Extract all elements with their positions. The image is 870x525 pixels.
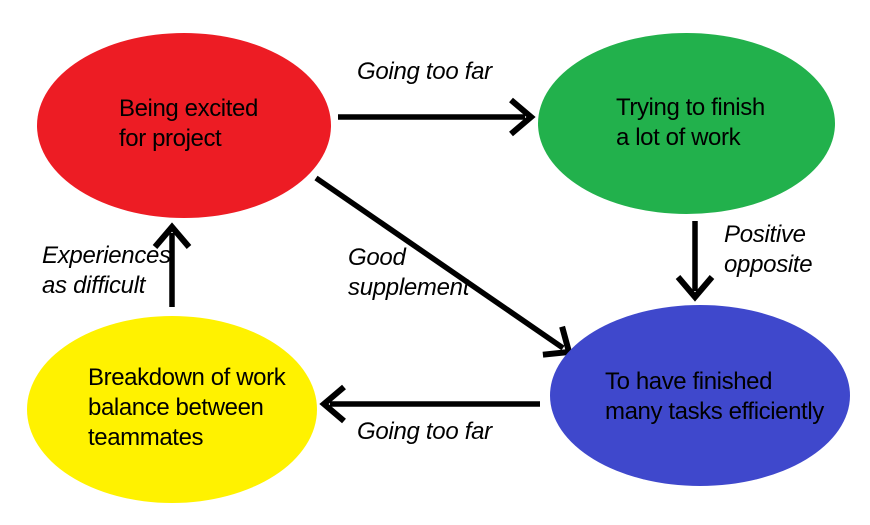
edge-label-good-supplement: Good supplement — [348, 243, 469, 303]
edge-label-going-too-far-top: Going too far — [357, 57, 492, 87]
edge-label-line: Good — [348, 244, 406, 271]
arrow-head — [509, 97, 536, 137]
arrow-head — [319, 384, 346, 424]
edge-label-line: Positive — [724, 221, 806, 248]
arrow-trying-to-finished — [675, 221, 715, 302]
node-label-breakdown-of-work: Breakdown of work balance between teamma… — [88, 363, 286, 453]
node-label-line: Trying to finish — [616, 94, 765, 121]
arrow-head — [675, 275, 715, 302]
edge-label-line: Going too far — [357, 418, 492, 445]
node-label-line: Breakdown of work — [88, 364, 286, 391]
node-label-line: a lot of work — [616, 124, 741, 151]
arrow-finished-to-breakdown — [319, 384, 540, 424]
node-label-being-excited: Being excited for project — [119, 94, 258, 154]
edge-label-line: Experiences — [42, 242, 171, 269]
node-label-trying-to-finish: Trying to finish a lot of work — [616, 93, 765, 153]
arrow-head — [152, 222, 192, 249]
node-label-line: To have finished — [605, 368, 773, 395]
edge-label-experiences-as-difficult: Experiences as difficult — [42, 241, 171, 301]
node-label-line: teammates — [88, 424, 204, 451]
node-label-finished-many-tasks: To have finished many tasks efficiently — [605, 367, 824, 427]
edge-label-positive-opposite: Positive opposite — [724, 220, 813, 280]
node-finished-many-tasks — [550, 305, 850, 486]
node-being-excited — [37, 33, 331, 218]
edge-label-line: supplement — [348, 274, 470, 301]
edge-label-line: as difficult — [42, 272, 146, 299]
arrow-excited-to-trying — [338, 97, 536, 137]
arrow-breakdown-to-excited — [152, 222, 192, 307]
node-trying-to-finish — [538, 33, 835, 214]
arrow-shaft — [314, 175, 565, 351]
node-label-line: Being excited — [119, 95, 258, 122]
node-label-line: for project — [119, 125, 222, 152]
edge-label-line: Going too far — [357, 58, 492, 85]
node-label-line: balance between — [88, 394, 264, 421]
edge-label-going-too-far-bottom: Going too far — [357, 417, 492, 447]
edge-label-line: opposite — [724, 251, 813, 278]
node-breakdown-of-work — [27, 316, 317, 503]
node-label-line: many tasks efficiently — [605, 398, 824, 425]
